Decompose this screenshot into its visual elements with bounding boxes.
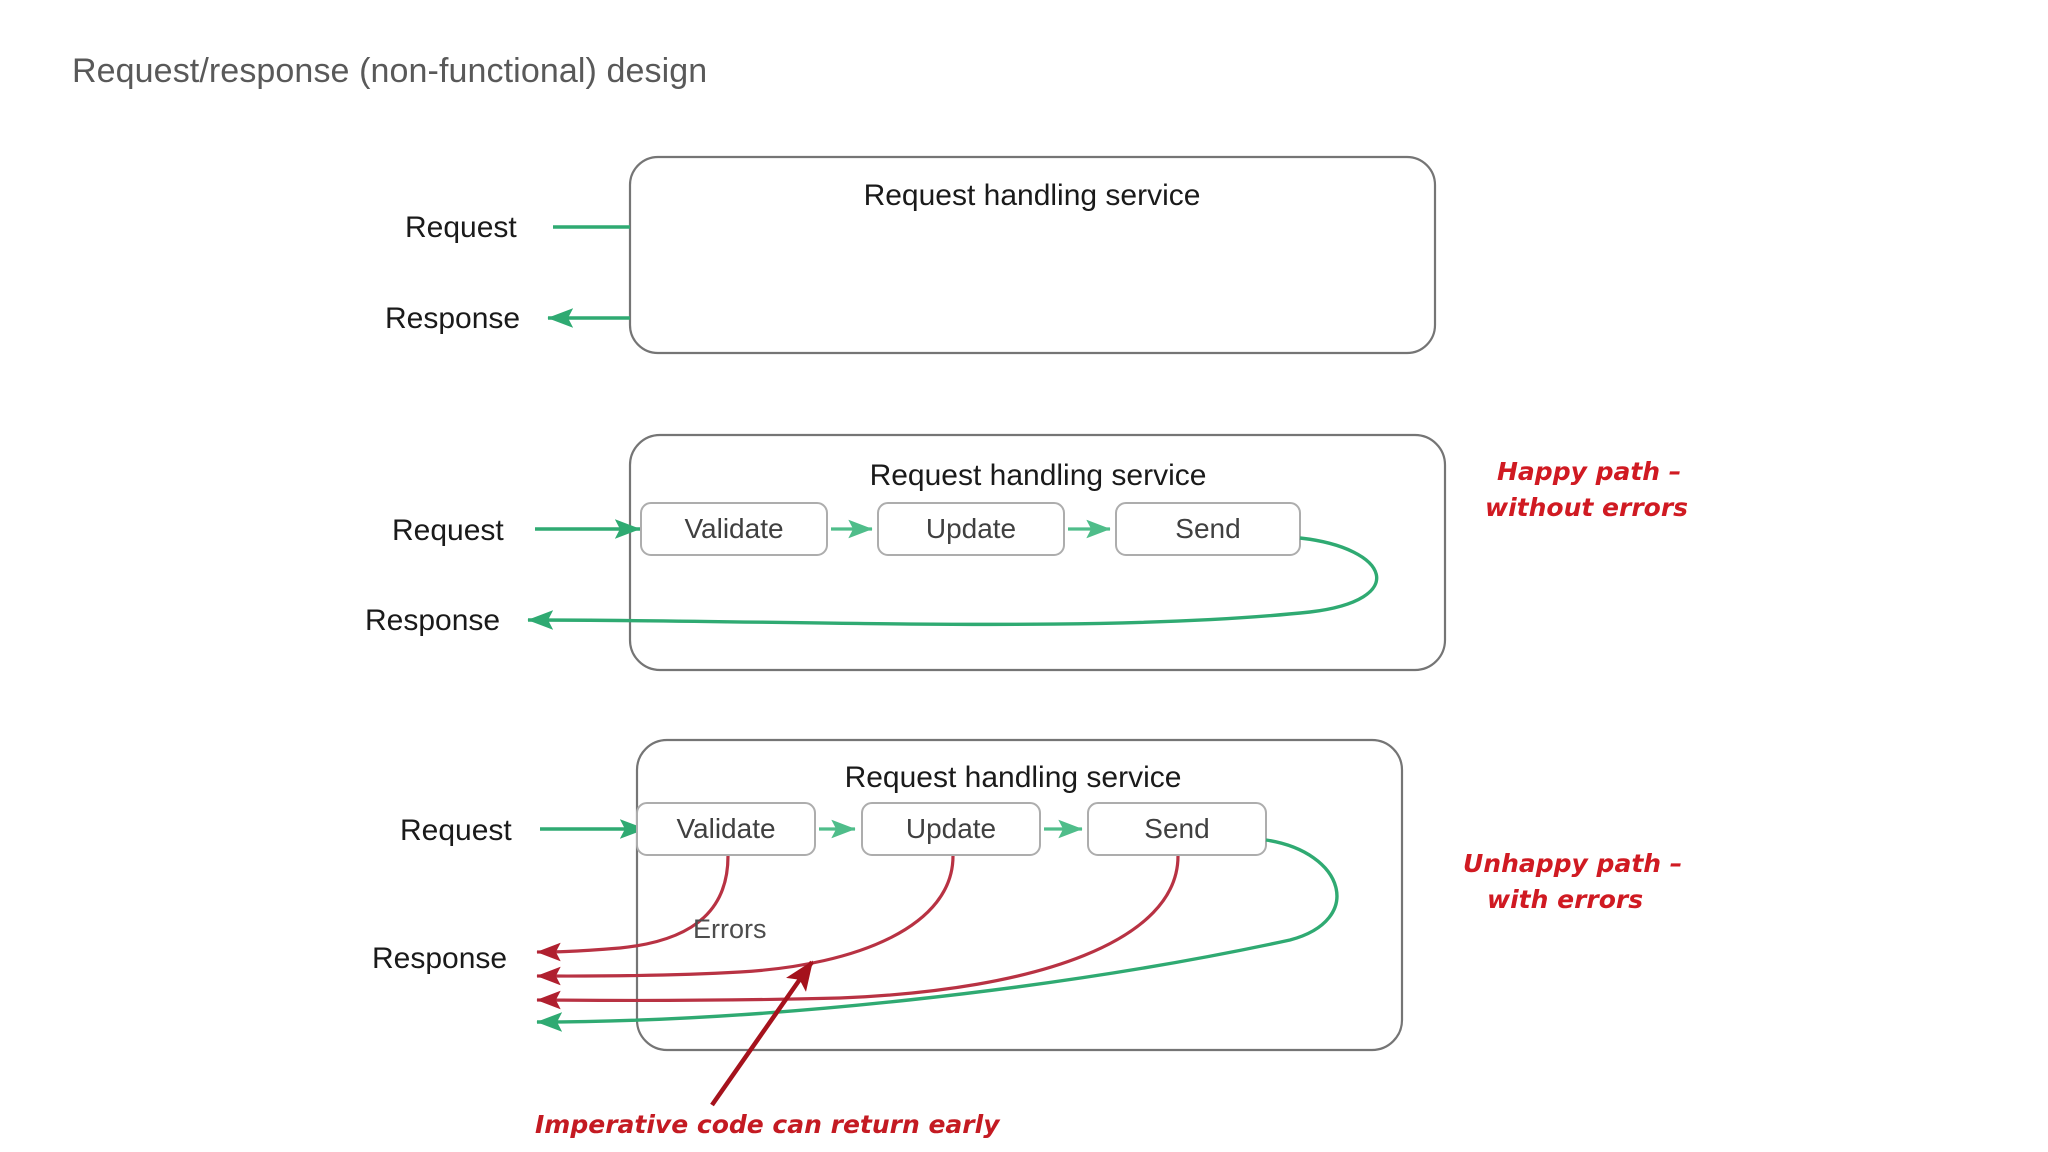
diagram-3-step-box-update[interactable]: [861, 802, 1041, 856]
diagram-2-step-label-send: Send: [1175, 513, 1240, 544]
diagram-1-group: Request handling service Request Respons…: [385, 155, 1437, 355]
diagram-3-error-curve-update: [536, 855, 955, 986]
diagram-2-response-label: Response: [365, 604, 500, 637]
diagram-3-annotation-line2: with errors: [1487, 885, 1643, 914]
diagram-2-success-return-curve: [527, 536, 1379, 630]
diagram-3-success-return-curve: [536, 838, 1339, 1032]
bottom-annotation-arrow: [710, 960, 814, 1107]
diagram-2-group: Request handling service Request Validat…: [365, 433, 1688, 672]
diagram-3-step-box-send[interactable]: [1087, 802, 1267, 856]
diagram-1-service-title: Request handling service: [864, 179, 1201, 212]
diagram-3-errors-label: Errors: [693, 914, 767, 944]
diagram-1-service-box: [628, 155, 1437, 355]
diagram-3-step-label-validate: Validate: [676, 813, 775, 844]
diagram-2-step-box-update[interactable]: [877, 502, 1065, 556]
diagram-3-step-label-update: Update: [906, 813, 996, 844]
diagram-3-request-label: Request: [400, 814, 512, 847]
diagram-2-service-title: Request handling service: [870, 459, 1207, 492]
diagram-3-response-label: Response: [372, 942, 507, 975]
diagram-3-service-title: Request handling service: [845, 761, 1182, 794]
diagram-1-response-label: Response: [385, 302, 520, 335]
bottom-annotation-text: Imperative code can return early: [535, 1110, 1001, 1139]
page-title: Request/response (non-functional) design: [72, 52, 708, 90]
diagram-1-request-label: Request: [405, 211, 517, 244]
diagram-3-error-curve-validate: [536, 855, 730, 962]
diagram-3-annotation-line1: Unhappy path –: [1463, 849, 1682, 878]
diagram-3-step-label-send: Send: [1144, 813, 1209, 844]
diagram-3-step-box-validate[interactable]: [636, 802, 816, 856]
diagram-3-group: Request handling service Request Validat…: [372, 738, 1682, 1052]
diagram-2-step-label-validate: Validate: [684, 513, 783, 544]
diagram-2-step-label-update: Update: [926, 513, 1016, 544]
bottom-annotation-group: Imperative code can return early: [535, 960, 1001, 1139]
diagram-2-step-box-validate[interactable]: [640, 502, 828, 556]
diagram-2-annotation-line2: without errors: [1485, 493, 1688, 522]
diagram-2-step-box-send[interactable]: [1115, 502, 1301, 556]
diagram-2-request-label: Request: [392, 514, 504, 547]
diagram-2-annotation-line1: Happy path –: [1497, 457, 1681, 486]
diagram-3-error-curve-send: [536, 855, 1180, 1010]
